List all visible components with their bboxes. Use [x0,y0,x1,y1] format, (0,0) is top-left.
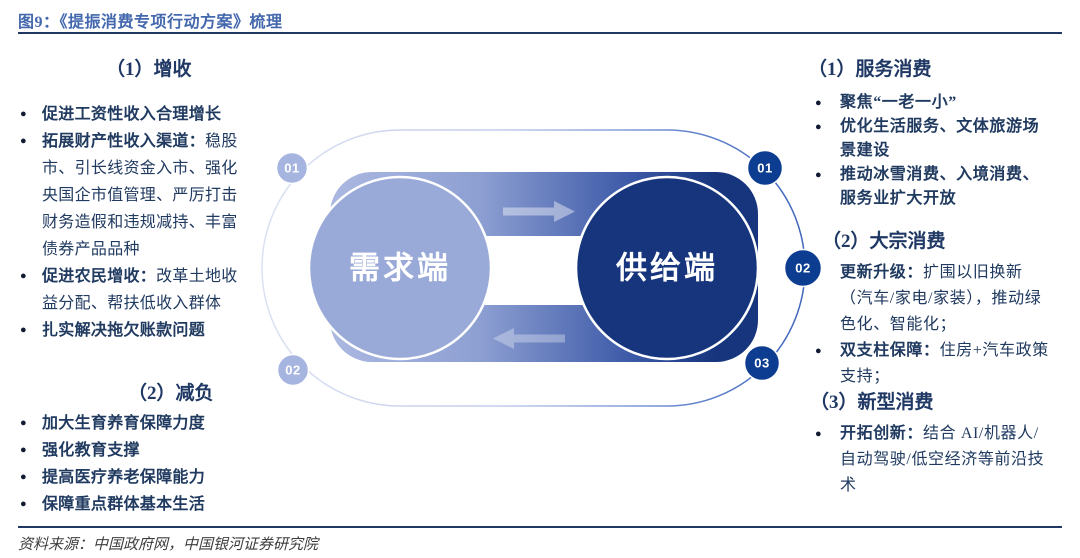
bullet-list: 聚焦“一老一小” 优化生活服务、文体旅游场景建设 推动冰雪消费、入境消费、服务业… [805,91,1053,211]
bullet-list: 促进工资性收入合理增长 拓展财产性收入渠道：稳股市、引长线资金入市、强化央国企市… [18,101,246,344]
list-item: 优化生活服务、文体旅游场景建设 [805,115,1053,163]
demand-supply-diagram: 需求端 供给端 01 02 01 02 03 [261,129,823,407]
section-heading: （2）减负 [128,383,214,404]
bullet-rest: 改革土地收益分配、帮扶低收入群体 [42,268,238,312]
top-divider [18,32,1062,34]
list-item: 更新升级：扩围以旧换新（汽车/家电/家装），推动绿色化、智能化； [805,260,1053,338]
bullet-list: 开拓创新：结合 AI/机器人/自动驾驶/低空经济等前沿技术 [805,421,1053,499]
badge-right-01-label: 01 [757,161,772,176]
badge-left-02-label: 02 [285,363,300,378]
bullet-lead: 促进工资性收入合理增长 [42,106,222,123]
badge-right-02 [783,248,823,288]
arrow-right-icon [503,201,575,222]
badge-left-02 [276,353,310,387]
list-item: 强化教育支撑 [18,437,246,464]
demand-circle [307,175,493,361]
list-item: 加大生育养育保障力度 [18,410,246,437]
demand-label: 需求端 [349,251,451,286]
list-item: 拓展财产性收入渠道：稳股市、引长线资金入市、强化央国企市值管理、严厉打击财务造假… [18,128,246,263]
bullet-lead: 拓展财产性收入渠道： [42,133,206,150]
list-item: 推动冰雪消费、入境消费、服务业扩大开放 [805,163,1053,211]
badge-right-02-label: 02 [795,261,810,276]
badge-right-03 [743,344,781,382]
list-item: 保障重点群体基本生活 [18,491,246,518]
bullet-rest: 结合 AI/机器人/自动驾驶/低空经济等前沿技术 [840,425,1045,494]
supply-label: 供给端 [615,251,718,286]
bullet-rest: 稳股市、引长线资金入市、强化央国企市值管理、严厉打击财务造假和违规减持、丰富债券… [42,133,238,258]
bullet-lead: 更新升级： [840,264,924,281]
badge-left-01-label: 01 [284,161,299,176]
bullet-lead: 双支柱保障： [840,342,940,359]
bottom-divider [18,526,1062,528]
list-item: 开拓创新：结合 AI/机器人/自动驾驶/低空经济等前沿技术 [805,421,1053,499]
list-item: 扎实解决拖欠账款问题 [18,317,246,344]
list-item: 提高医疗养老保障能力 [18,464,246,491]
section-heading: （2）大宗消费 [822,231,946,252]
bullet-lead: 聚焦“一老一小” [840,94,957,111]
bullet-lead: 扎实解决拖欠账款问题 [42,322,206,339]
bullet-list: 更新升级：扩围以旧换新（汽车/家电/家装），推动绿色化、智能化； 双支柱保障：住… [805,260,1053,390]
bullet-lead: 开拓创新： [840,425,924,442]
figure-title: 图9：《提振消费专项行动方案》梳理 [18,14,283,31]
bullet-list: 加大生育养育保障力度 强化教育支撑 提高医疗养老保障能力 保障重点群体基本生活 [18,410,246,518]
supply-circle [574,175,760,361]
bullet-lead: 优化生活服务、文体旅游场景建设 [840,118,1040,159]
list-item: 聚焦“一老一小” [805,91,1053,115]
orbit-outline [261,129,806,407]
source-note: 资料来源：中国政府网，中国银河证券研究院 [18,537,319,553]
bullet-lead: 强化教育支撑 [42,442,140,459]
list-item: 促进工资性收入合理增长 [18,101,246,128]
list-item: 促进农民增收：改革土地收益分配、帮扶低收入群体 [18,263,246,317]
arrow-left-icon [493,328,565,349]
section-heading: （1）增收 [106,59,192,80]
bullet-lead: 促进农民增收： [42,268,157,285]
badge-right-01 [746,149,784,187]
bullet-lead: 推动冰雪消费、入境消费、服务业扩大开放 [840,166,1040,207]
bullet-rest: 住房+汽车政策支持； [840,342,1049,385]
section-heading: （3）新型消费 [810,392,934,413]
band-gap [485,236,583,305]
badge-left-01 [275,151,309,185]
section-heading: （1）服务消费 [808,59,932,80]
bullet-lead: 保障重点群体基本生活 [42,496,206,513]
bullet-lead: 提高医疗养老保障能力 [42,469,206,486]
bullet-rest: 扩围以旧换新（汽车/家电/家装），推动绿色化、智能化； [840,264,1042,333]
bullet-lead: 加大生育养育保障力度 [42,415,206,432]
list-item: 双支柱保障：住房+汽车政策支持； [805,338,1053,390]
badge-right-03-label: 03 [754,356,769,371]
